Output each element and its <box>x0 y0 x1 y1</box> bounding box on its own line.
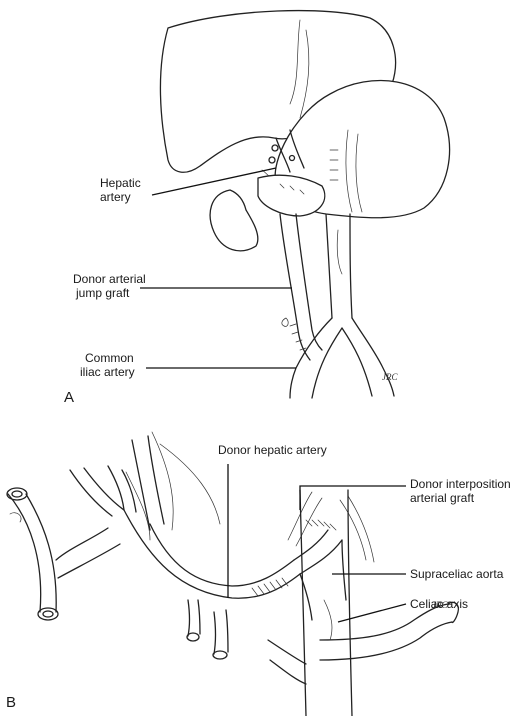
leader-celiac-axis <box>337 603 407 623</box>
panel-a-labels: Hepatic artery Donor arterial jump graft… <box>64 167 296 406</box>
label-jump-graft: Donor arterial jump graft <box>73 272 149 300</box>
label-celiac-axis: Celiac axis <box>410 597 468 611</box>
label-common-iliac: Common iliac artery <box>80 351 137 379</box>
label-hepatic-artery: Hepatic artery <box>100 176 144 204</box>
label-donor-hepatic-artery: Donor hepatic artery <box>218 443 327 457</box>
artist-signature-b: JRC <box>432 600 448 610</box>
panel-letter-a: A <box>64 389 74 406</box>
leader-hepatic-artery <box>151 167 277 196</box>
artist-signature-a: JRC <box>382 372 398 382</box>
panel-b-drawing: JRC <box>6 431 460 716</box>
label-interposition-graft: Donor interposition arterial graft <box>410 477 514 505</box>
supraceliac-aorta <box>299 489 353 716</box>
panel-letter-b: B <box>6 694 16 711</box>
panel-b-labels: Donor hepatic artery Donor interposition… <box>6 443 514 711</box>
panel-a-drawing: JRC <box>159 9 451 399</box>
interposition-graft <box>293 529 343 575</box>
celiac-axis <box>319 603 453 661</box>
stomach <box>274 79 451 219</box>
jump-graft <box>279 213 323 361</box>
leader-interposition-graft <box>299 485 406 510</box>
donor-hepatic-artery <box>123 509 301 599</box>
label-supraceliac-aorta: Supraceliac aorta <box>410 567 504 581</box>
aorta <box>325 213 353 319</box>
